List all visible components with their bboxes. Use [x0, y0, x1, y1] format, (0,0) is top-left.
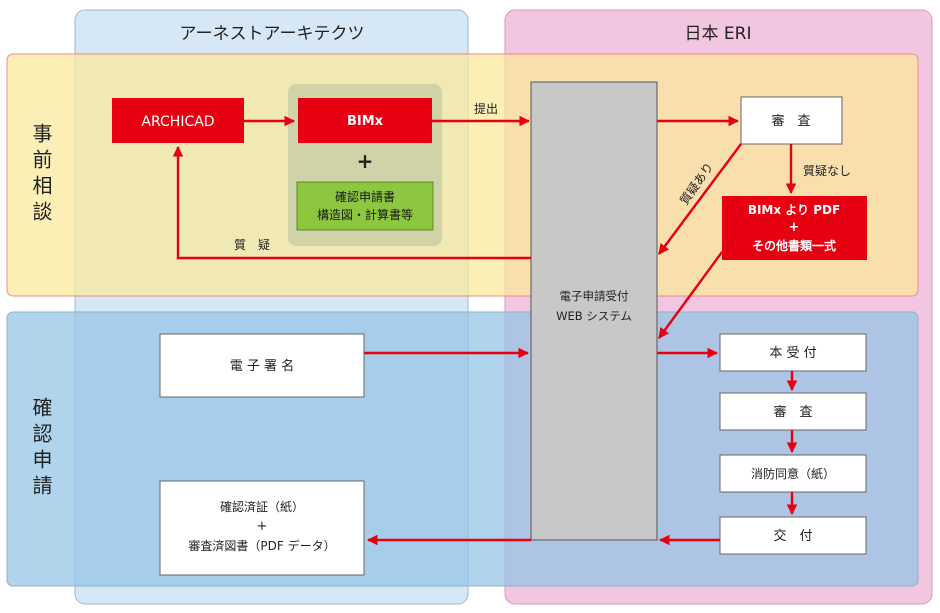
edge-label-submit: 提出	[474, 101, 498, 116]
archicad-box	[112, 98, 244, 143]
bimx-pdf-box	[722, 196, 867, 260]
e-signature-label: 電 子 署 名	[230, 358, 294, 374]
arrow-web-questions-to-archicad	[172, 145, 531, 260]
issue-box	[719, 516, 867, 555]
web-system-label-line1: 電子申請受付	[560, 289, 629, 303]
bimx-label: BIMx	[347, 114, 384, 129]
fire-consent-label: 消防同意（紙）	[751, 466, 835, 481]
review-top-box	[740, 96, 843, 145]
column-header-japan-eri: 日本 ERI	[685, 24, 752, 44]
column-header-ernest-architects: アーネストアーキテクツ	[180, 24, 365, 44]
archicad-label: ARCHICAD	[141, 114, 214, 130]
bimx-pdf-line2: +	[789, 220, 800, 235]
row-label-confirmation-application: 確認申請	[29, 397, 53, 501]
web-system-label-line2: WEB システム	[556, 309, 632, 323]
certificate-line1: 確認済証（紙）	[220, 499, 304, 514]
bimx-box	[298, 98, 432, 143]
main-accept-box	[719, 333, 867, 372]
bimx-pdf-line1: BIMx より PDF	[748, 203, 840, 217]
web-system-box	[530, 81, 658, 541]
arrow-review-to-web-questions	[658, 143, 742, 255]
confirm-docs-line1: 確認申請書	[335, 189, 395, 204]
row-label-pre-consultation: 事前相談	[29, 123, 53, 227]
certificate-line3: 審査済図書（PDF データ）	[188, 538, 335, 553]
e-signature-box	[159, 333, 365, 398]
main-accept-label: 本 受 付	[769, 346, 816, 361]
plus-sign: +	[357, 149, 374, 173]
arrow-bimx-pdf-to-web	[658, 251, 723, 339]
review-top-label: 審 査	[771, 114, 810, 129]
edge-label-no-questions: 質疑なし	[803, 163, 851, 178]
fire-consent-box	[719, 454, 867, 493]
review-bottom-box	[719, 392, 867, 431]
certificate-line2: +	[257, 519, 268, 534]
issue-label: 交 付	[773, 528, 812, 544]
edge-label-questions: 質 疑	[234, 237, 270, 252]
confirm-docs-box	[296, 181, 434, 231]
bimx-pdf-line3: その他書類一式	[752, 238, 836, 253]
review-bottom-label: 審 査	[773, 405, 812, 420]
certificate-box	[159, 480, 365, 576]
confirm-docs-line2: 構造図・計算書等	[317, 207, 413, 222]
